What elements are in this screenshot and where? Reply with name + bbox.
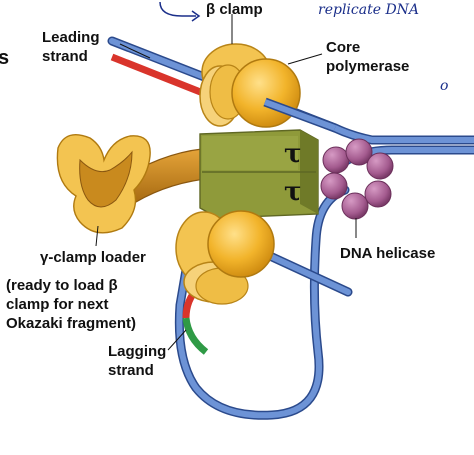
lower-core-polymerase	[207, 210, 275, 278]
dna-helicase	[320, 138, 394, 220]
tau-label-upper: τ	[284, 139, 302, 169]
handwritten-note: replicate DNA	[318, 2, 419, 18]
label-core-polymerase-line2: polymerase	[326, 58, 409, 75]
label-gamma-clamp-loader: γ-clamp loader	[40, 249, 146, 266]
label-core-polymerase-line1: Core	[326, 39, 360, 56]
tau-subunit-block	[199, 129, 319, 219]
leader-core-polymerase	[287, 53, 323, 65]
leading-new-strand	[110, 53, 210, 99]
leader-leading-strand	[119, 43, 151, 59]
leader-clamp-loader	[95, 225, 99, 247]
upper-core-polymerase	[231, 58, 301, 128]
label-lagging-strand-line2: strand	[108, 362, 154, 379]
handwritten-arrowhead	[191, 10, 201, 22]
label-beta-clamp: β clamp	[206, 1, 263, 18]
label-dna-helicase: DNA helicase	[340, 245, 435, 262]
label-leading-strand-line1: Leading	[42, 29, 100, 46]
label-leading-strand-line2: strand	[42, 48, 88, 65]
rna-primer	[182, 317, 209, 355]
label-clamp-loader-note-line3: Okazaki fragment)	[6, 315, 136, 332]
label-clamp-loader-note-line2: clamp for next	[6, 296, 109, 313]
label-clamp-loader-note-line1: (ready to load β	[6, 277, 118, 294]
handwritten-mark: o	[440, 78, 448, 94]
tau-label-lower: τ	[284, 177, 302, 207]
gamma-clamp-loader	[56, 134, 215, 234]
label-lagging-strand-line1: Lagging	[108, 343, 166, 360]
left-edge-letter: s	[0, 47, 9, 69]
leader-lagging-strand	[167, 329, 187, 351]
handwritten-arrow	[159, 1, 196, 17]
